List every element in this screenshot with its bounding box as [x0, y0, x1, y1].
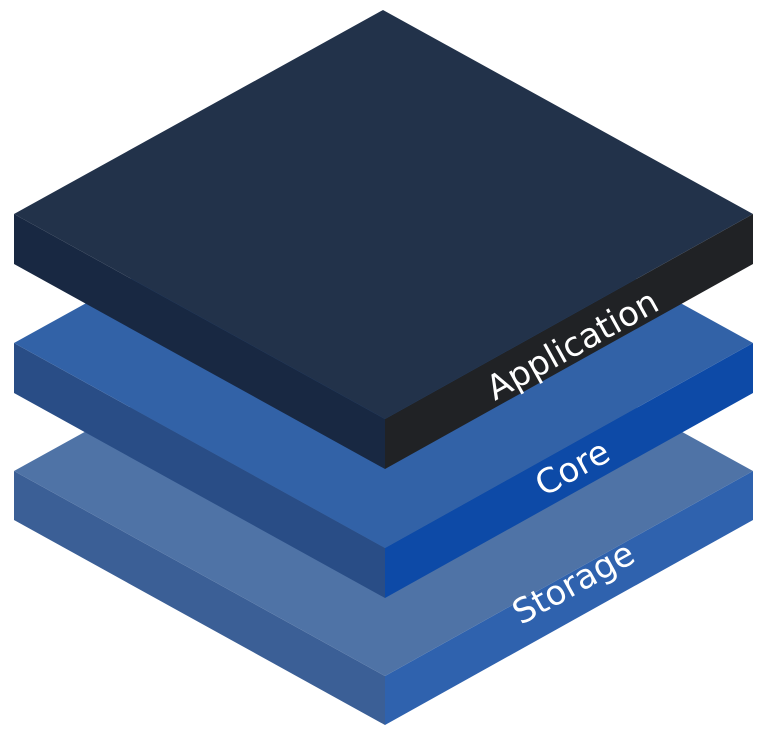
application-right-face: [385, 214, 753, 469]
core-right-face: [385, 343, 753, 598]
core-left-face: [14, 343, 385, 598]
storage-left-face: [14, 471, 385, 725]
layer-application: Application: [14, 10, 753, 469]
storage-right-face: [385, 471, 753, 725]
application-top-face: [14, 10, 753, 419]
application-left-face: [14, 214, 385, 469]
